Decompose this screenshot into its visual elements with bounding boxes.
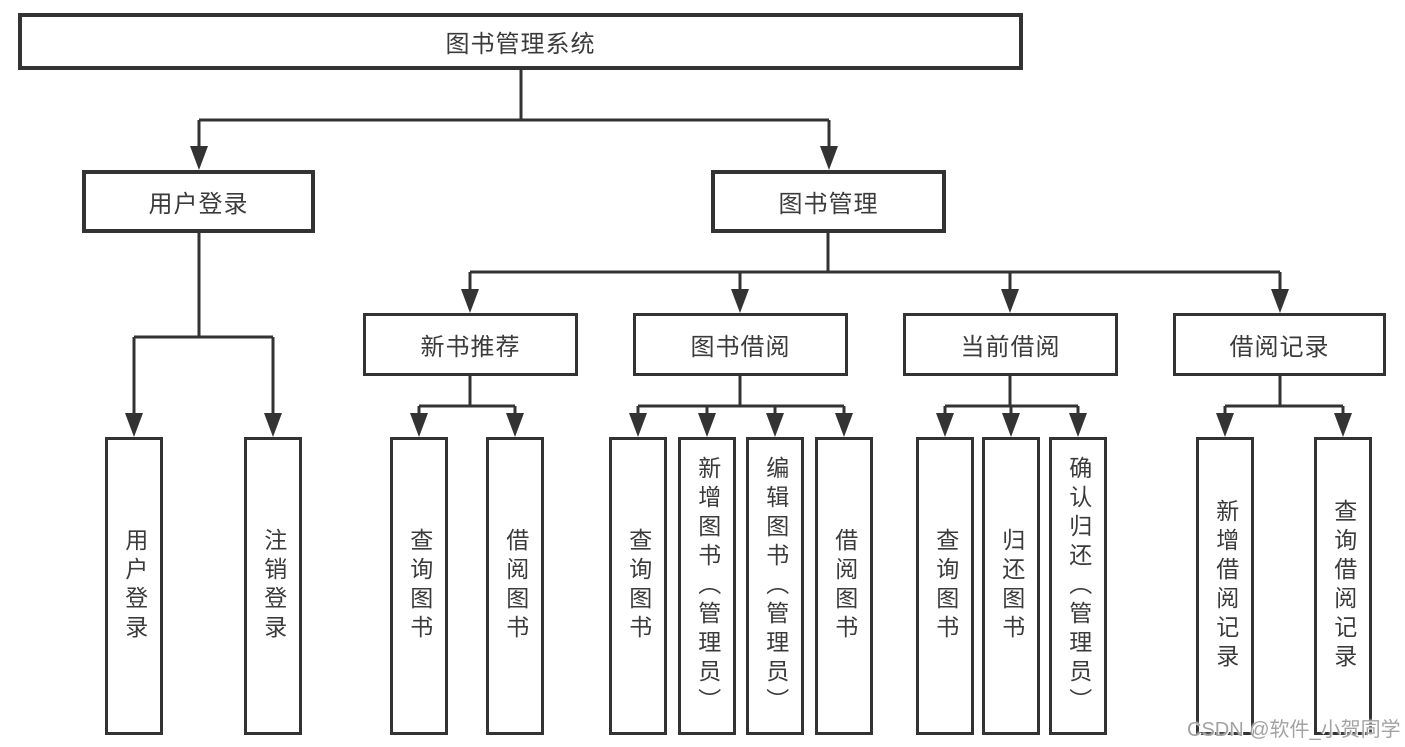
node-borrowing-query-books: 查询图书 [609, 437, 667, 735]
node-current-return-books: 归还图书 [982, 437, 1040, 735]
node-borrowing-records-label: 借阅记录 [1229, 334, 1330, 361]
node-records-add-record: 新增借阅记录 [1196, 437, 1254, 735]
arrow-down-icon [125, 146, 1352, 437]
node-current-confirm-return-admin-label: 确认归还（管理员） [1065, 455, 1092, 717]
node-borrowing-borrow-books: 借阅图书 [815, 437, 873, 735]
node-book-borrowing-label: 图书借阅 [690, 334, 791, 361]
node-login: 用户登录 [105, 437, 163, 735]
node-current-borrowing-label: 当前借阅 [960, 334, 1061, 361]
node-current-return-books-label: 归还图书 [998, 528, 1025, 644]
node-recommend-borrow-books: 借阅图书 [486, 437, 544, 735]
node-book-management-label: 图书管理 [778, 191, 879, 218]
node-borrowing-edit-books-admin: 编辑图书（管理员） [746, 437, 804, 735]
node-user-login: 用户登录 [82, 170, 315, 233]
node-book-management: 图书管理 [711, 170, 946, 233]
node-recommend-borrow-books-label: 借阅图书 [502, 528, 529, 644]
node-current-confirm-return-admin: 确认归还（管理员） [1049, 437, 1107, 735]
node-current-query-books-label: 查询图书 [932, 528, 959, 644]
node-records-add-record-label: 新增借阅记录 [1212, 499, 1239, 673]
node-borrowing-query-books-label: 查询图书 [625, 528, 652, 644]
node-logout-label: 注销登录 [260, 528, 287, 644]
node-borrowing-add-books-admin-label: 新增图书（管理员） [694, 455, 721, 717]
node-borrowing-records: 借阅记录 [1173, 313, 1386, 376]
node-records-query-record-label: 查询借阅记录 [1330, 499, 1357, 673]
node-borrowing-add-books-admin: 新增图书（管理员） [678, 437, 736, 735]
csdn-watermark: CSDN @软件_小贺同学 [1187, 719, 1401, 741]
node-user-login-label: 用户登录 [148, 191, 249, 218]
node-records-query-record: 查询借阅记录 [1314, 437, 1372, 735]
node-current-borrowing: 当前借阅 [903, 313, 1118, 376]
node-root: 图书管理系统 [18, 13, 1023, 70]
node-recommend-query-books: 查询图书 [390, 437, 448, 735]
node-borrowing-borrow-books-label: 借阅图书 [831, 528, 858, 644]
node-root-label: 图书管理系统 [445, 31, 596, 58]
node-login-label: 用户登录 [121, 528, 148, 644]
node-new-book-recommend: 新书推荐 [363, 313, 578, 376]
node-book-borrowing: 图书借阅 [633, 313, 848, 376]
node-new-book-recommend-label: 新书推荐 [420, 334, 521, 361]
node-current-query-books: 查询图书 [916, 437, 974, 735]
node-recommend-query-books-label: 查询图书 [406, 528, 433, 644]
node-logout: 注销登录 [244, 437, 302, 735]
node-borrowing-edit-books-admin-label: 编辑图书（管理员） [762, 455, 789, 717]
